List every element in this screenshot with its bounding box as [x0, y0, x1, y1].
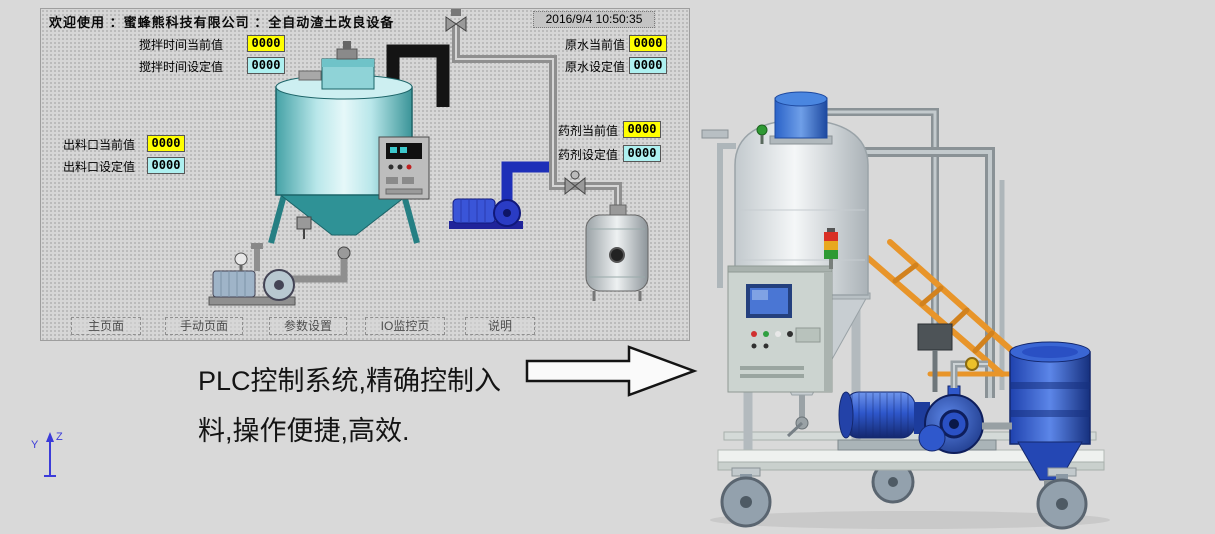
- left-side-pipe: [717, 143, 736, 288]
- valve-icon: [564, 170, 586, 196]
- pipe-highlight: [455, 25, 619, 217]
- cart-frame: [717, 449, 1105, 471]
- mixing-time-set-label: 搅拌时间设定值: [139, 60, 224, 74]
- discharge-pump: [449, 161, 549, 229]
- valve-icon: [445, 9, 467, 32]
- mixing-time-set-value[interactable]: 0000: [247, 57, 285, 74]
- green-valve-icon: [756, 124, 768, 136]
- hmi-panel: 欢迎使用 ：蜜蜂熊科技有限公司 ：全自动渣土改良设备 2016/9/4 10:5…: [40, 8, 690, 341]
- outlet-current-label: 出料口当前值: [63, 138, 136, 152]
- tank-control-panel: [378, 136, 430, 200]
- black-feed-pipe: [386, 44, 450, 107]
- machine-piping: [825, 108, 1005, 398]
- signal-tower-icon: [824, 228, 838, 269]
- axis-y-label: Y: [31, 439, 39, 451]
- orange-ladder: [865, 239, 1021, 377]
- drain-valve: [786, 395, 809, 438]
- nav-button-io-monitor[interactable]: IO监控页: [365, 317, 445, 335]
- caption-text: PLC控制系统,精确控制入 料,操作便捷,高效.: [198, 356, 533, 456]
- axis-indicator-icon: Z Y: [31, 431, 63, 477]
- ground-shadow: [710, 511, 1110, 529]
- chemical-set-label: 药剂设定值: [558, 148, 619, 162]
- nav-button-params[interactable]: 参数设置: [269, 317, 347, 335]
- mixing-time-current-value[interactable]: 0000: [247, 35, 285, 52]
- hmi-process-graphic: [208, 9, 649, 306]
- level-sensor: [296, 216, 312, 239]
- axis-z-label: Z: [56, 431, 63, 443]
- raw-water-set-label: 原水设定值: [565, 60, 626, 74]
- control-cabinet: [727, 265, 833, 393]
- outlet-set-label: 出料口设定值: [63, 160, 136, 174]
- yellow-valve-icon: [965, 357, 979, 371]
- mixing-time-current-label: 搅拌时间当前值: [139, 38, 224, 52]
- nav-button-home[interactable]: 主页面: [71, 317, 141, 335]
- chemical-current-value[interactable]: 0000: [623, 121, 661, 138]
- nav-button-manual[interactable]: 手动页面: [165, 317, 243, 335]
- caption-line-2: 料,操作便捷,高效.: [198, 416, 410, 446]
- raw-water-current-label: 原水当前值: [565, 38, 626, 52]
- vertical-vessel: [585, 204, 649, 301]
- flow-arrow-icon: [525, 345, 698, 397]
- raw-water-current-value[interactable]: 0000: [629, 35, 667, 52]
- nav-button-help[interactable]: 说明: [465, 317, 535, 335]
- gray-pipe-run: [452, 25, 622, 217]
- hmi-welcome-title: 欢迎使用 ：蜜蜂熊科技有限公司 ：全自动渣土改良设备: [49, 15, 395, 30]
- machine-3d-render: [701, 91, 1110, 530]
- junction-box: [917, 323, 953, 392]
- raw-water-set-value[interactable]: 0000: [629, 57, 667, 74]
- chemical-current-label: 药剂当前值: [558, 124, 619, 138]
- blue-drum: [1009, 341, 1091, 492]
- caption-line-1: PLC控制系统,精确控制入: [198, 366, 502, 396]
- pump-unit: [837, 357, 1012, 454]
- caster-left: [720, 467, 772, 528]
- hmi-datetime: 2016/9/4 10:50:35: [533, 11, 655, 28]
- chemical-set-value[interactable]: 0000: [623, 145, 661, 162]
- outlet-set-value[interactable]: 0000: [147, 157, 185, 174]
- feed-pump: [208, 243, 351, 306]
- outlet-current-value[interactable]: 0000: [147, 135, 185, 152]
- caster-right: [1036, 467, 1088, 530]
